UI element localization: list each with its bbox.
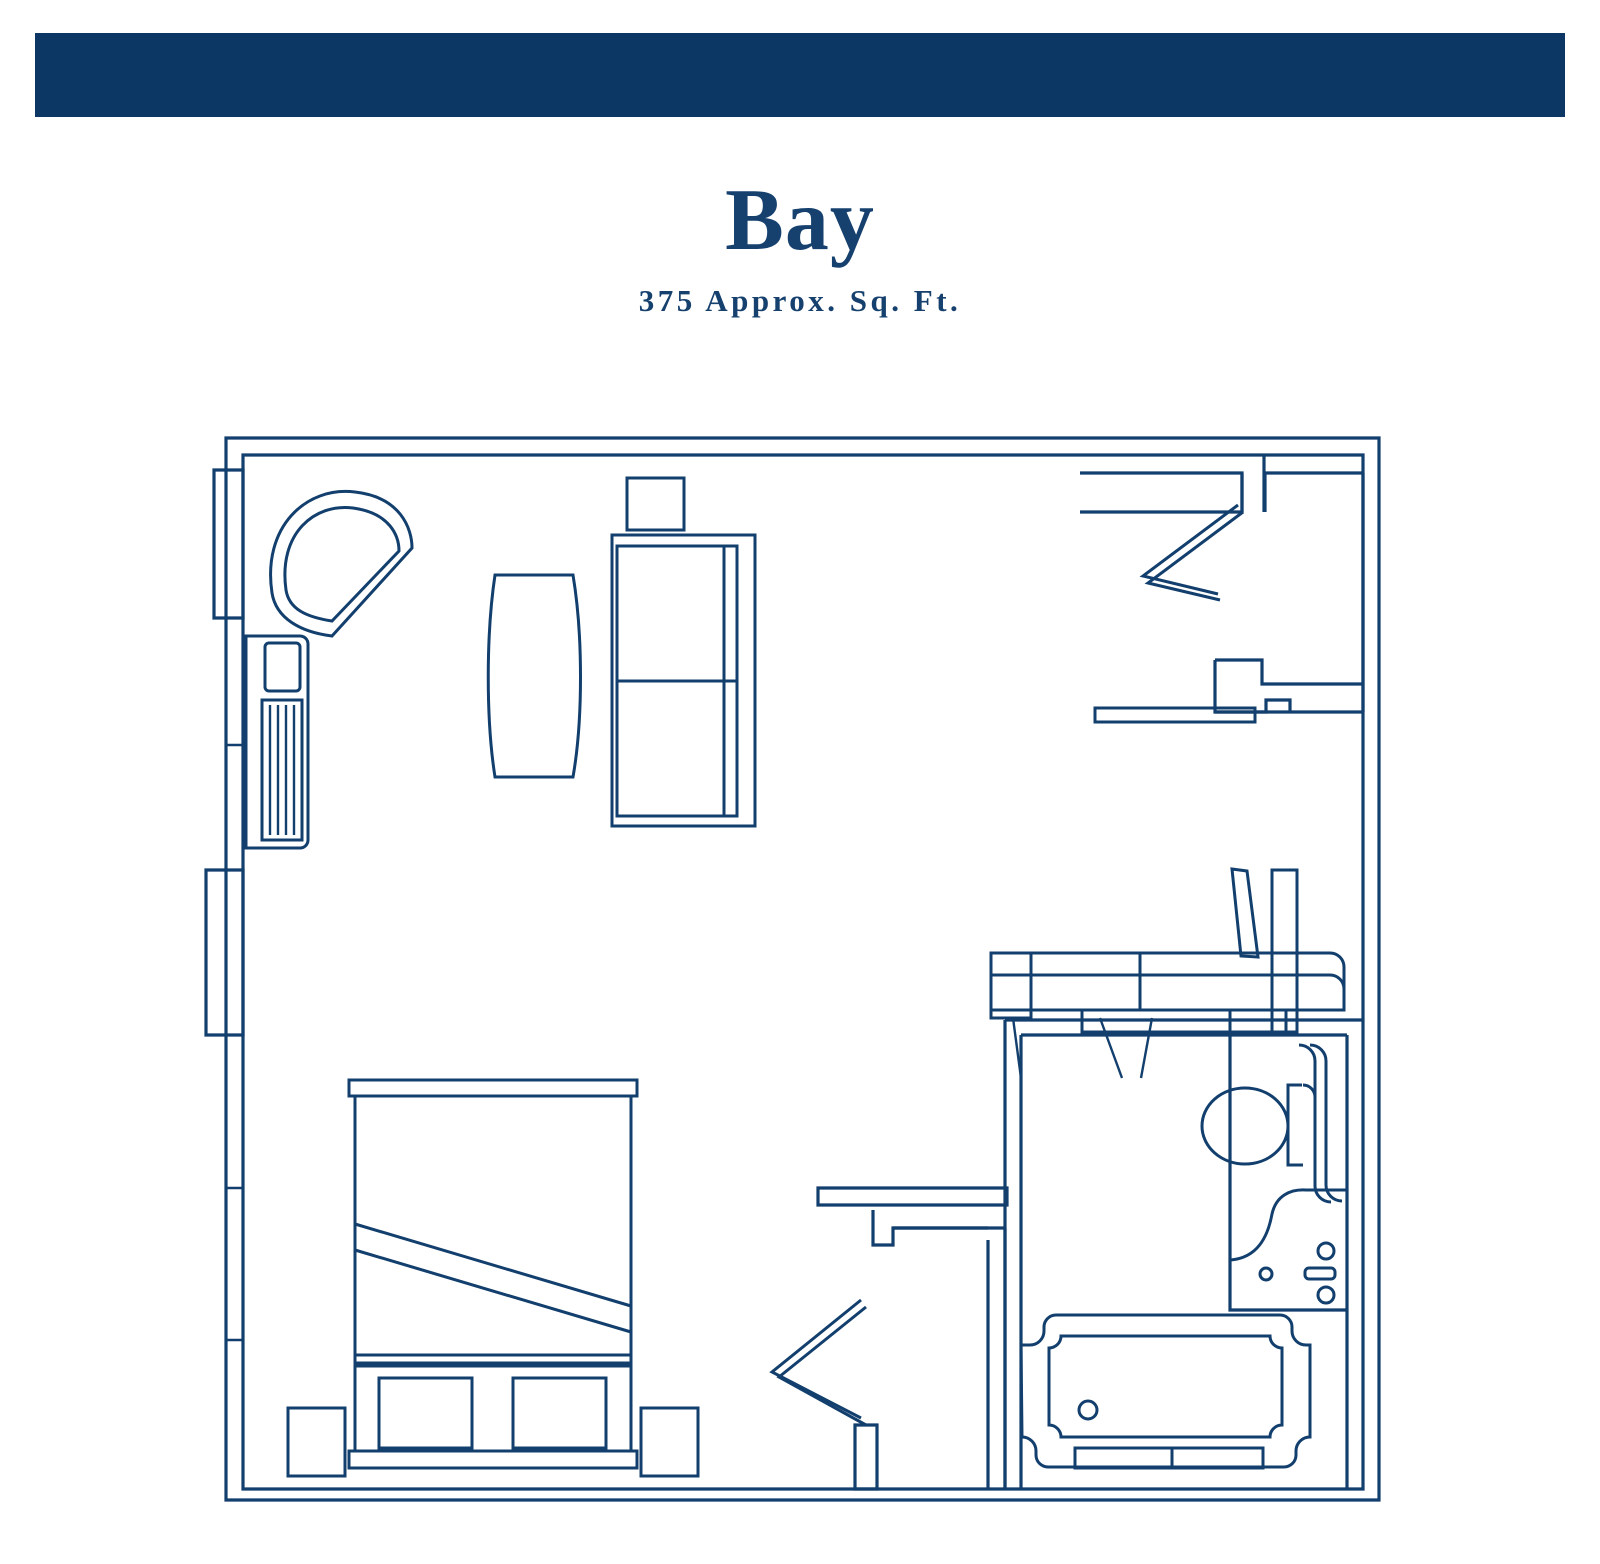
entry-vestibule (1080, 455, 1363, 712)
console-table (246, 636, 308, 848)
page-title: Bay (725, 172, 875, 269)
bathtub (1021, 1315, 1310, 1468)
nightstand-right (641, 1408, 698, 1476)
exterior-walls (226, 438, 1379, 1500)
shower-enclosure (1288, 1045, 1342, 1202)
pillow-left (379, 1378, 472, 1448)
entry-door[interactable] (1143, 505, 1243, 600)
closet-rod (1095, 708, 1255, 722)
vanity-counter (991, 869, 1344, 1032)
nightstand-left (288, 1408, 345, 1476)
page-subtitle: 375 Approx. Sq. Ft. (638, 283, 962, 319)
bathroom-entry-wall (818, 1188, 1007, 1489)
window-upper (214, 470, 243, 618)
bed (349, 1080, 637, 1468)
title-block: Bay 375 Approx. Sq. Ft. (0, 172, 1600, 319)
sink (1230, 1190, 1347, 1303)
pillow-right (513, 1378, 606, 1448)
side-table (627, 478, 684, 530)
window-lower (206, 870, 243, 1035)
wall-tick-marks (226, 745, 243, 1340)
ottoman (488, 575, 580, 777)
armchair (271, 491, 412, 636)
header-bar (35, 33, 1565, 117)
toilet (1202, 1088, 1288, 1164)
bathroom-door[interactable] (772, 1300, 877, 1489)
sofa (612, 535, 755, 826)
